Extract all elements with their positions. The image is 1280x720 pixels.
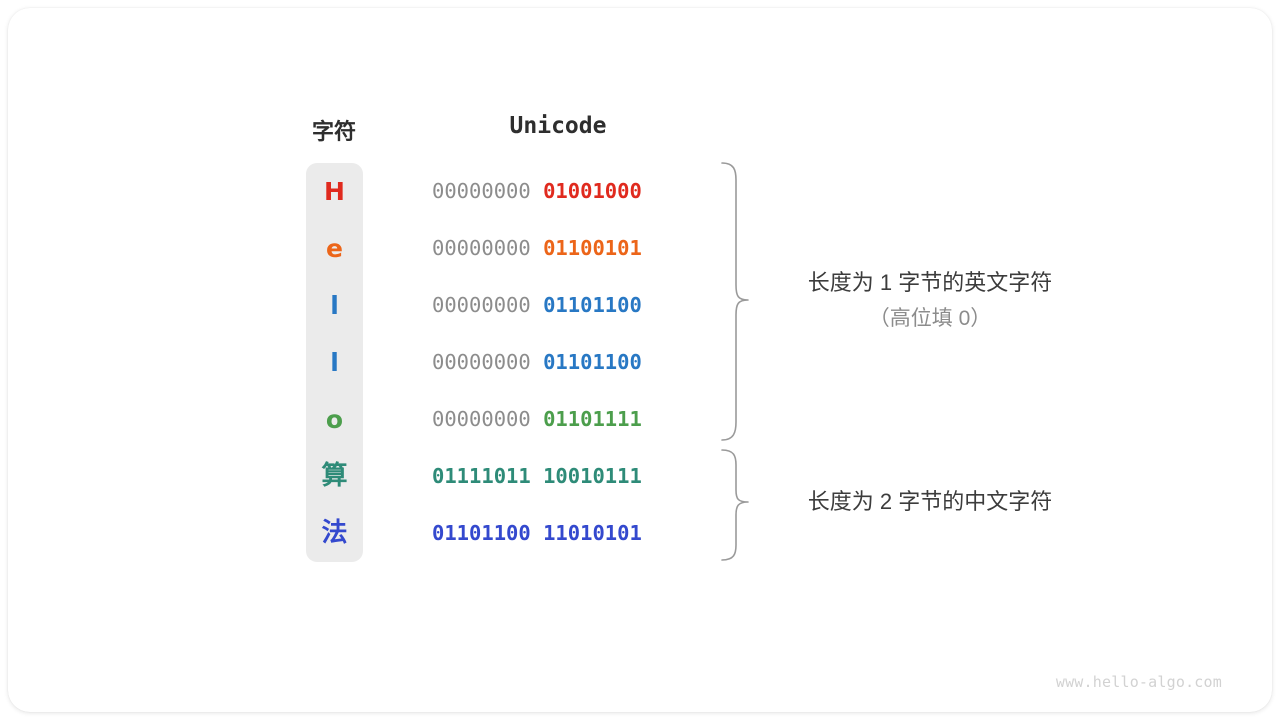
row-high-byte: 00000000 xyxy=(432,236,531,260)
row-unicode-bits: 00000000 01100101 xyxy=(432,220,684,277)
row-low-byte: 01101111 xyxy=(543,407,642,431)
byte-separator xyxy=(531,179,543,203)
byte-separator xyxy=(531,464,543,488)
watermark: www.hello-algo.com xyxy=(1055,673,1222,691)
annotation-one-byte: 长度为 1 字节的英文字符 （高位填 0） xyxy=(770,265,1090,337)
row-high-byte: 00000000 xyxy=(432,350,531,374)
annotation-one-byte-main: 长度为 1 字节的英文字符 xyxy=(807,270,1053,295)
row-character: 算 xyxy=(321,461,348,491)
row-high-byte: 00000000 xyxy=(432,179,531,203)
row-character: 法 xyxy=(321,518,348,548)
character-column-panel xyxy=(306,163,363,562)
byte-separator xyxy=(531,293,543,317)
group-braces xyxy=(721,162,749,561)
row-high-byte: 00000000 xyxy=(432,293,531,317)
row-unicode-bits: 01111011 10010111 xyxy=(432,448,684,505)
row-character: o xyxy=(325,405,344,434)
row-low-byte: 01101100 xyxy=(543,293,642,317)
row-unicode-bits: 01101100 11010101 xyxy=(432,505,684,562)
row-high-byte: 00000000 xyxy=(432,407,531,431)
row-unicode-bits: 00000000 01001000 xyxy=(432,163,684,220)
row-high-byte: 01111011 xyxy=(432,464,531,488)
row-character: l xyxy=(330,348,339,377)
row-unicode-bits: 00000000 01101111 xyxy=(432,391,684,448)
byte-separator xyxy=(531,407,543,431)
brace-one-byte xyxy=(721,162,749,441)
row-character: e xyxy=(326,234,343,263)
column-header-character: 字符 xyxy=(311,119,356,144)
annotation-two-byte: 长度为 2 字节的中文字符 xyxy=(770,484,1090,520)
row-character: H xyxy=(324,177,345,206)
row-low-byte: 10010111 xyxy=(543,464,642,488)
row-low-byte: 01101100 xyxy=(543,350,642,374)
row-high-byte: 01101100 xyxy=(432,521,531,545)
row-character: l xyxy=(330,291,339,320)
figure-card xyxy=(8,8,1272,712)
brace-two-byte xyxy=(721,449,749,561)
byte-separator xyxy=(531,236,543,260)
annotation-one-byte-sub: （高位填 0） xyxy=(868,307,992,330)
row-unicode-bits: 00000000 01101100 xyxy=(432,277,684,334)
row-unicode-bits: 00000000 01101100 xyxy=(432,334,684,391)
column-header-unicode: Unicode xyxy=(509,113,607,139)
byte-separator xyxy=(531,521,543,545)
row-low-byte: 01001000 xyxy=(543,179,642,203)
row-low-byte: 01100101 xyxy=(543,236,642,260)
row-low-byte: 11010101 xyxy=(543,521,642,545)
annotation-two-byte-main: 长度为 2 字节的中文字符 xyxy=(807,489,1053,514)
byte-separator xyxy=(531,350,543,374)
